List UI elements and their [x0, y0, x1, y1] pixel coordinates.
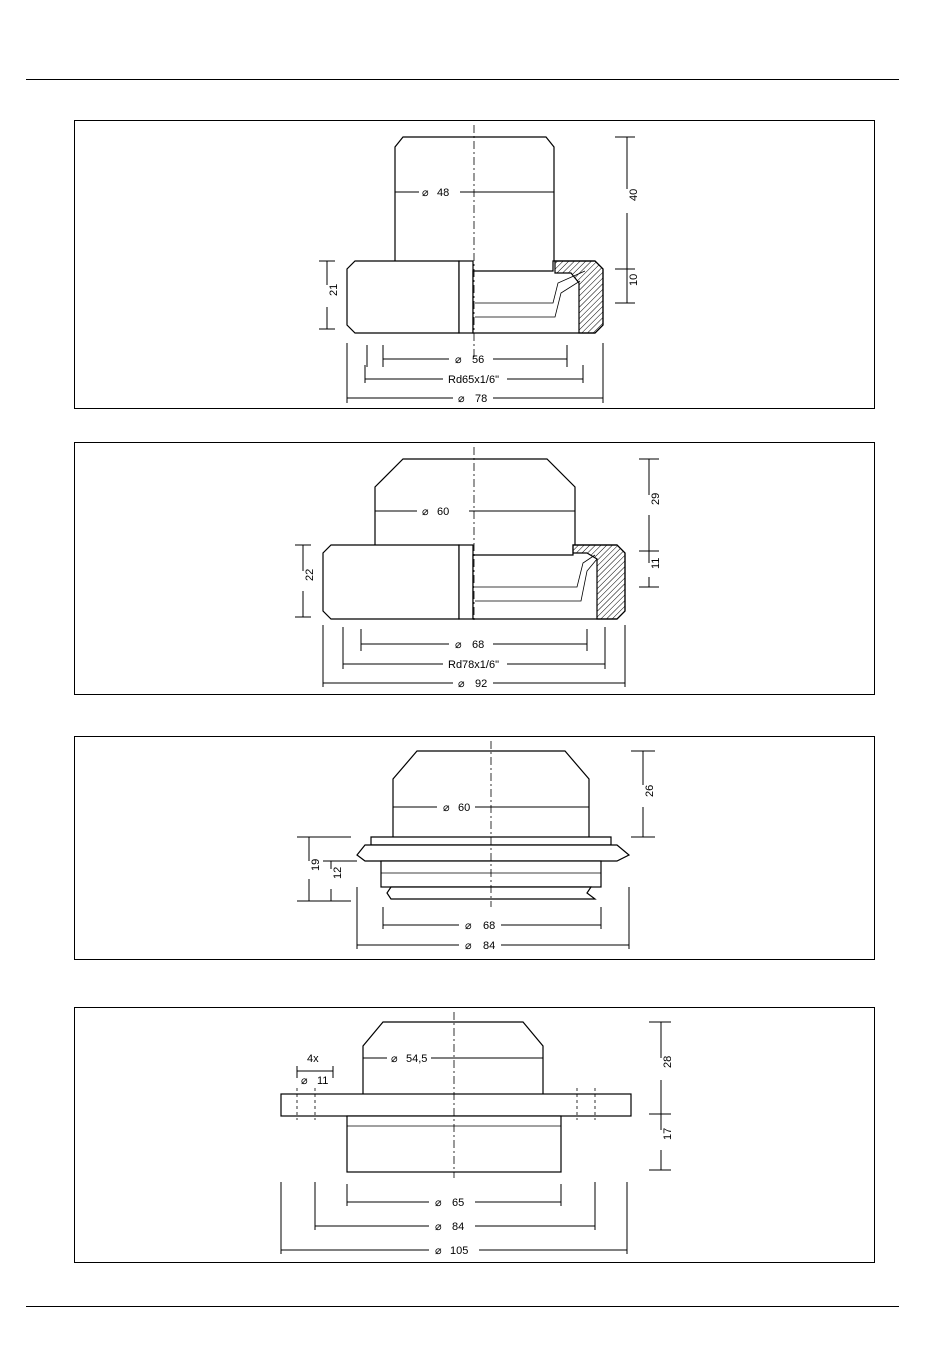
diameter-icon: ⌀ — [435, 1245, 442, 1257]
diameter-icon: ⌀ — [435, 1221, 442, 1233]
dim-d-top: 54,5 — [406, 1053, 427, 1065]
top-cylinder — [395, 137, 554, 261]
dim-d-inner: 65 — [452, 1197, 464, 1209]
dim-d-top: 60 — [437, 506, 449, 518]
dim-h-top: 26 — [644, 785, 656, 797]
dim-d-inner: 68 — [472, 639, 484, 651]
drawing-panel-1: ⌀ 48 ⌀ 56 Rd65x1/6" ⌀ 78 21 40 10 — [74, 120, 875, 409]
dim-d-outer: 105 — [450, 1245, 468, 1257]
drawing-4: 4x ⌀ 11 ⌀ 54,5 ⌀ 65 ⌀ 84 ⌀ 105 28 17 — [75, 1008, 876, 1264]
dim-h-flange: 17 — [662, 1128, 674, 1140]
dim-d-bolt: 84 — [452, 1221, 464, 1233]
diameter-icon: ⌀ — [422, 506, 429, 518]
dim-d-outer: 78 — [475, 393, 487, 405]
dim-h-left-total: 19 — [310, 859, 322, 871]
diameter-icon: ⌀ — [391, 1053, 398, 1065]
diameter-icon: ⌀ — [301, 1075, 308, 1087]
dim-d-outer: 84 — [483, 940, 495, 952]
nut-center — [459, 545, 473, 619]
top-cylinder — [375, 459, 575, 545]
drawing-panel-3: ⌀ 60 ⌀ 68 ⌀ 84 19 12 26 — [74, 736, 875, 960]
nut-left — [347, 261, 459, 333]
drawing-2: ⌀ 60 ⌀ 68 Rd78x1/6" ⌀ 92 22 29 11 — [75, 443, 876, 696]
dim-h-top: 40 — [628, 189, 640, 201]
dim-h-left: 21 — [328, 284, 340, 296]
drawing-1: ⌀ 48 ⌀ 56 Rd65x1/6" ⌀ 78 21 40 10 — [75, 121, 876, 410]
dim-thread: Rd78x1/6" — [448, 659, 499, 671]
dim-h-left: 22 — [304, 569, 316, 581]
nut-center — [459, 261, 473, 333]
dim-d-outer: 92 — [475, 678, 487, 690]
flange-plate — [281, 1094, 631, 1116]
dim-h-left-inner: 12 — [332, 867, 344, 879]
dim-h-top: 28 — [662, 1056, 674, 1068]
dim-d-top: 60 — [458, 802, 470, 814]
holes-dia: 11 — [317, 1075, 328, 1087]
diameter-icon: ⌀ — [422, 187, 429, 199]
drawing-3: ⌀ 60 ⌀ 68 ⌀ 84 19 12 26 — [75, 737, 876, 961]
dim-d-top: 48 — [437, 187, 449, 199]
top-rule — [26, 79, 899, 80]
dim-thread: Rd65x1/6" — [448, 374, 499, 386]
dim-h-flange: 10 — [628, 274, 640, 286]
dim-d-inner: 68 — [483, 920, 495, 932]
diameter-icon: ⌀ — [455, 639, 462, 651]
bottom-rule — [26, 1306, 899, 1307]
nut-left — [323, 545, 459, 619]
dim-h-flange: 11 — [650, 558, 662, 569]
diameter-icon: ⌀ — [435, 1197, 442, 1209]
dim-d-inner: 56 — [472, 354, 484, 366]
diameter-icon: ⌀ — [458, 678, 465, 690]
diameter-icon: ⌀ — [465, 940, 472, 952]
drawing-panel-4: 4x ⌀ 11 ⌀ 54,5 ⌀ 65 ⌀ 84 ⌀ 105 28 17 — [74, 1007, 875, 1263]
drawing-panel-2: ⌀ 60 ⌀ 68 Rd78x1/6" ⌀ 92 22 29 11 — [74, 442, 875, 695]
holes-count: 4x — [307, 1053, 319, 1065]
diameter-icon: ⌀ — [455, 354, 462, 366]
diameter-icon: ⌀ — [443, 802, 450, 814]
diameter-icon: ⌀ — [465, 920, 472, 932]
dim-h-top: 29 — [650, 493, 662, 505]
diameter-icon: ⌀ — [458, 393, 465, 405]
clamp-flange — [357, 845, 629, 861]
